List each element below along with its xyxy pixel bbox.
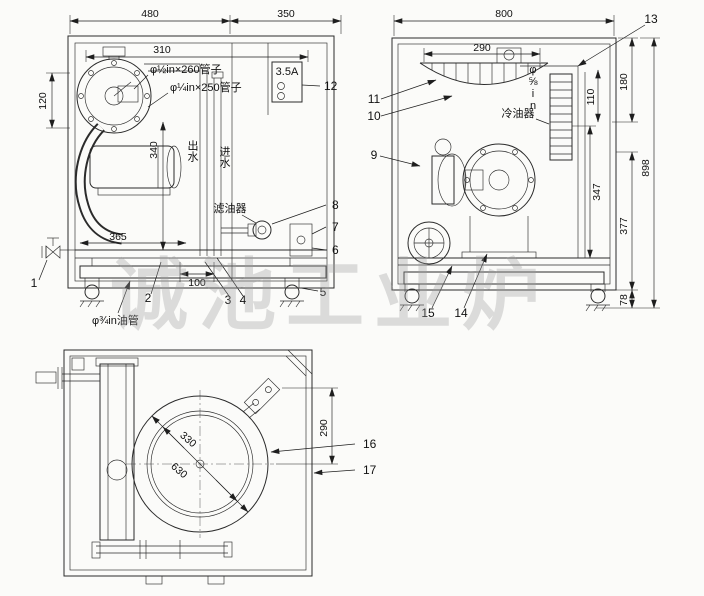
part-17: 17	[363, 463, 377, 477]
part-2: 2	[145, 291, 152, 305]
part-15: 15	[421, 306, 435, 320]
part-7: 7	[332, 220, 339, 234]
front-cabinet-outline	[67, 35, 335, 289]
dimension-290-top: 290	[276, 387, 338, 465]
part-3: 3	[225, 293, 232, 307]
dimension-347: 347	[572, 125, 603, 259]
dim-120: 120	[37, 92, 49, 110]
dimension-898: 898	[596, 37, 660, 309]
watermark-text: 诚池工业炉	[110, 251, 550, 339]
dimension-78: 78	[618, 289, 635, 309]
dim-347: 347	[591, 183, 603, 201]
dim-365: 365	[109, 231, 127, 243]
top-cabinet-outline	[63, 349, 313, 585]
front-motor	[89, 145, 182, 196]
oil-cooler-label: 冷油器	[502, 106, 535, 120]
dim-310: 310	[153, 44, 171, 56]
dim-290-top: 290	[318, 419, 330, 437]
flange-stub	[242, 377, 281, 419]
drain-valve	[41, 237, 75, 259]
top-view-pump-piping	[35, 357, 233, 559]
water-outlet-label: 出水	[186, 139, 199, 162]
oil-cooler: 冷油器 φ⅝in	[502, 64, 586, 258]
dim-898: 898	[640, 159, 652, 177]
dim-100: 100	[188, 277, 206, 289]
dim-350: 350	[277, 8, 295, 20]
pipe-half-inch-label: φ½in×260管子	[150, 62, 222, 76]
oil-tank-trough	[419, 47, 549, 85]
dim-110: 110	[585, 88, 597, 105]
dimension-120: 120	[37, 72, 70, 129]
oil-filter-label: 滤油器	[214, 201, 247, 215]
dimension-340: 340	[148, 121, 166, 251]
water-inlet-label: 进水	[218, 146, 231, 168]
part-4: 4	[240, 293, 247, 307]
fuse-rating-label: 3.5A	[276, 66, 299, 78]
dimension-100: 100	[179, 262, 215, 289]
dim-480: 480	[141, 8, 159, 20]
dimension-310: 310	[85, 44, 309, 62]
dim-377: 377	[618, 217, 630, 235]
front-labels: φ½in×260管子 φ¼in×250管子 出水 进水 滤油器 φ¾in油管	[92, 62, 257, 327]
part-12: 12	[324, 79, 338, 93]
fan-assembly	[76, 46, 152, 134]
part-6: 6	[332, 243, 339, 257]
dimension-290-side: 290	[423, 42, 541, 62]
part-16: 16	[363, 437, 377, 451]
part-11: 11	[368, 92, 381, 106]
part-5: 5	[320, 285, 327, 299]
side-view: 800 290	[367, 8, 660, 320]
oil-pipe-label: φ¾in油管	[92, 313, 139, 327]
part-13: 13	[644, 12, 658, 26]
dimension-480-350: 480 350	[69, 8, 342, 34]
side-part-numbers: 11 10 9 13 14 15	[367, 12, 658, 320]
dimension-365: 365	[79, 231, 187, 246]
fuse-box: 3.5A	[271, 61, 321, 103]
water-pipes	[144, 63, 248, 256]
top-view: 330 630	[35, 349, 377, 585]
part-14: 14	[454, 306, 468, 320]
dim-180: 180	[618, 73, 630, 91]
dim-630: 630	[168, 460, 189, 481]
dim-78: 78	[618, 294, 630, 306]
dimension-377: 377	[616, 151, 638, 291]
side-fan	[407, 221, 451, 265]
dimension-180: 180	[612, 37, 638, 123]
part-10: 10	[367, 109, 381, 123]
front-view: 480 350 310 120	[31, 8, 342, 327]
front-casters	[79, 278, 304, 308]
dimension-110: 110	[585, 69, 601, 123]
part-1: 1	[31, 276, 38, 290]
top-part-numbers: 16 17	[270, 437, 377, 477]
front-part-numbers: 1 2 3 4 5 6 7 8 12	[31, 79, 339, 307]
side-casters	[399, 284, 610, 312]
dim-800: 800	[495, 8, 513, 20]
dim-330: 330	[177, 429, 198, 450]
part-9: 9	[371, 148, 378, 162]
side-motor-pump	[431, 138, 537, 259]
oil-filter-assembly	[247, 220, 313, 257]
side-base	[398, 257, 610, 285]
dimension-800: 800	[393, 8, 615, 36]
base-frame	[75, 249, 327, 279]
dim-290-side: 290	[473, 42, 491, 54]
suction-pipe	[74, 123, 123, 245]
pipe-five-eighths-label: φ⅝in	[527, 64, 539, 112]
part-8: 8	[332, 198, 339, 212]
pipe-quarter-inch-label: φ¼in×250管子	[170, 80, 242, 94]
